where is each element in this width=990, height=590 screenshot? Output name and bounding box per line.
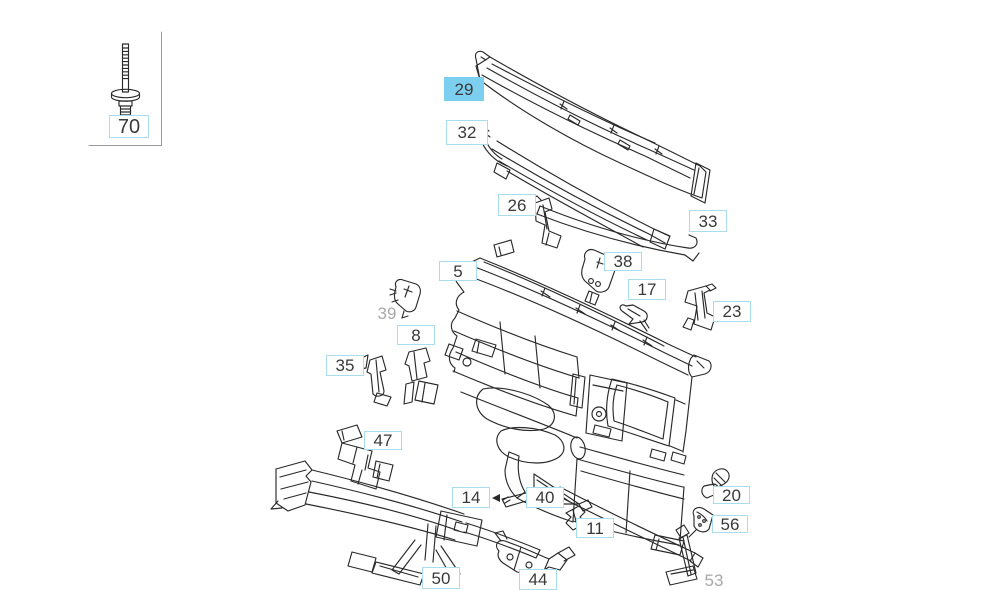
drawing-part-33-seal-strip bbox=[536, 205, 700, 262]
drawing-part-8-bracket bbox=[403, 347, 439, 405]
drawing-part-39-plate bbox=[389, 278, 421, 319]
callout-33[interactable]: 33 bbox=[689, 210, 727, 232]
callout-17[interactable]: 17 bbox=[628, 279, 666, 300]
drawing-part-23-bracket bbox=[682, 283, 717, 331]
callout-8[interactable]: 8 bbox=[397, 325, 435, 345]
inset-frame bbox=[88, 31, 162, 146]
callout-29-highlighted[interactable]: 29 bbox=[444, 77, 484, 101]
drawing-part-38-plate bbox=[581, 248, 617, 306]
callout-70[interactable]: 70 bbox=[109, 115, 149, 138]
callout-23[interactable]: 23 bbox=[713, 301, 751, 322]
callout-14[interactable]: 14 bbox=[452, 487, 490, 508]
callout-39-muted: 39 bbox=[377, 303, 397, 323]
drawing-part-70-bolt bbox=[110, 43, 141, 121]
callout-47[interactable]: 47 bbox=[364, 431, 402, 450]
callout-56[interactable]: 56 bbox=[712, 515, 748, 533]
drawing-part-50-cross-member bbox=[270, 460, 541, 586]
drawing-part-56-clip bbox=[688, 506, 719, 538]
drawing-part-17-clip bbox=[619, 304, 650, 332]
callout-32[interactable]: 32 bbox=[446, 120, 488, 145]
drawing-part-5-firewall-assembly bbox=[444, 239, 712, 568]
drawing-part-29-cowl-top-panel bbox=[474, 50, 711, 204]
callout-50[interactable]: 50 bbox=[422, 567, 460, 589]
callout-26[interactable]: 26 bbox=[498, 194, 536, 216]
callout-35[interactable]: 35 bbox=[326, 355, 364, 376]
callout-38[interactable]: 38 bbox=[604, 252, 642, 271]
callout-53-muted: 53 bbox=[704, 570, 724, 590]
callout-44[interactable]: 44 bbox=[519, 569, 557, 590]
callout-40[interactable]: 40 bbox=[526, 487, 564, 508]
callout-5[interactable]: 5 bbox=[439, 261, 477, 281]
callout-11[interactable]: 11 bbox=[576, 518, 614, 538]
callout-20[interactable]: 20 bbox=[713, 486, 750, 504]
